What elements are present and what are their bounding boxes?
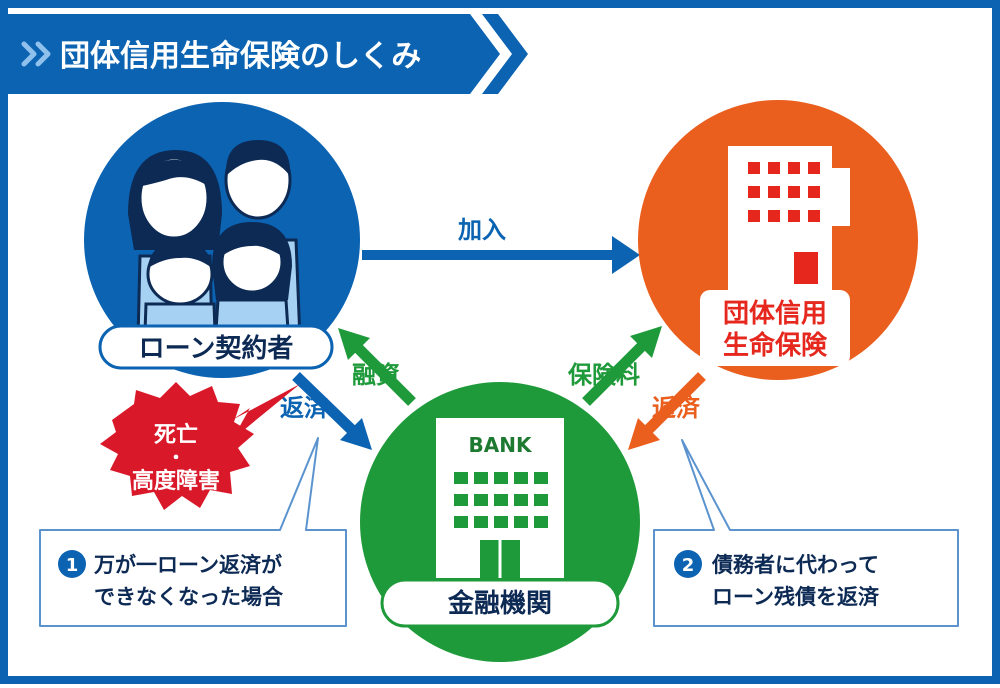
callout-step1: 1 万が一ローン返済が できなくなった場合 [39,437,347,627]
step2-line1: 債務者に代わって [711,553,879,577]
incident-burst: 死亡 ・ 高度障害 [100,382,300,510]
incident-line1: 死亡 [154,422,198,448]
insurer-repay-label: 返済 [652,394,701,422]
callout-step2: 2 債務者に代わって ローン残債を返済 [653,439,959,627]
insurance-label-line2: 生命保険 [723,330,828,361]
page-title: 団体信用生命保険のしくみ [60,39,421,74]
bank-label: 金融機関 [447,588,552,619]
step2-line2: ローン残債を返済 [712,585,880,609]
insurance-node: 団体信用 生命保険 [638,100,918,380]
step1-line1: 万が一ローン返済が [93,553,282,577]
chevron-right-icon [21,41,51,67]
family-icon [128,140,302,362]
repay-to-bank-label: 返済 [280,394,329,422]
bank-sign: BANK [469,433,533,457]
incident-line3: 高度障害 [132,468,220,494]
borrower-node: ローン契約者 [84,102,360,378]
premium-label: 保険料 [567,361,640,389]
join-arrow: 加入 [362,216,640,274]
title-banner: 団体信用生命保険のしくみ [0,14,528,94]
loan-arrow: 融資 [338,328,416,406]
loan-label: 融資 [352,361,400,389]
join-label: 加入 [458,216,506,244]
step2-number: 2 [682,555,695,576]
incident-line2: ・ [167,448,185,469]
insurer-repay-arrow: 返済 [628,372,706,450]
bank-node: BANK 金融機関 [360,382,640,662]
premium-arrow: 保険料 [567,326,662,406]
repay-to-bank-arrow: 返済 [280,372,372,450]
building-icon [728,146,850,298]
borrower-label: ローン契約者 [139,333,294,364]
step1-line2: できなくなった場合 [94,585,284,609]
step1-number: 1 [66,555,79,576]
insurance-label-line1: 団体信用 [723,299,827,329]
bank-building-icon: BANK [436,418,564,578]
